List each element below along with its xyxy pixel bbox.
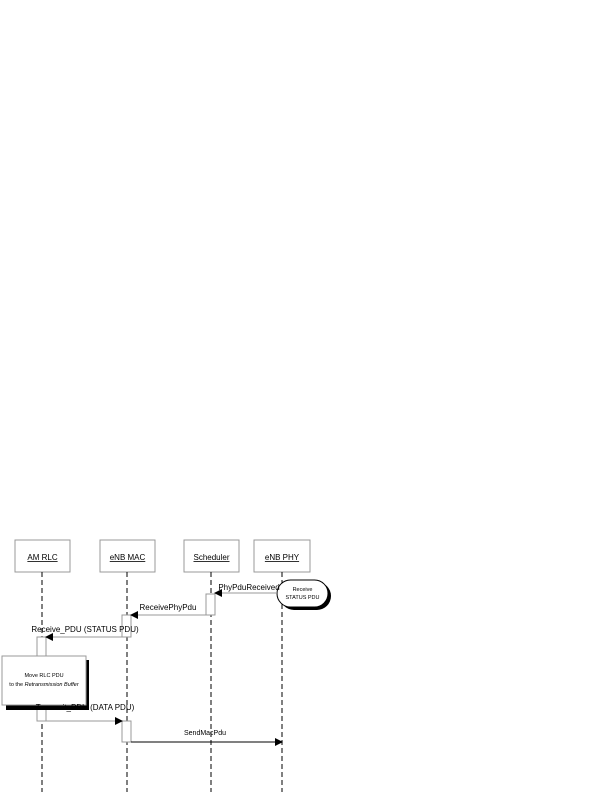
svg-text:ReceivePhyPdu: ReceivePhyPdu — [140, 603, 197, 612]
message-send-mac-pdu: SendMacPdu — [131, 730, 283, 746]
message-receive-pdu: Receive_PDU (STATUS PDU) — [31, 625, 139, 641]
lifeline-scheduler: Scheduler — [183, 539, 240, 792]
svg-text:PhyPduReceived: PhyPduReceived — [218, 583, 279, 592]
svg-text:eNB PHY: eNB PHY — [265, 553, 300, 562]
svg-text:Scheduler: Scheduler — [193, 553, 229, 562]
svg-text:eNB MAC: eNB MAC — [110, 553, 146, 562]
svg-text:Move RLC PDU: Move RLC PDU — [24, 673, 63, 679]
svg-text:Receive: Receive — [293, 587, 313, 593]
note-move-rlc-pdu: Move RLC PDU to the Retransmission Buffe… — [1, 655, 89, 710]
activation-mac-1 — [121, 614, 132, 638]
svg-text:to the Retransmission Buffer: to the Retransmission Buffer — [9, 682, 80, 688]
svg-text:SendMacPdu: SendMacPdu — [184, 730, 226, 737]
activation-scheduler — [205, 593, 216, 616]
lifeline-enb-phy: eNB PHY — [253, 539, 311, 792]
svg-text:STATUS PDU: STATUS PDU — [285, 595, 319, 601]
activation-mac-2 — [121, 720, 132, 743]
svg-text:Receive_PDU (STATUS PDU): Receive_PDU (STATUS PDU) — [31, 625, 139, 634]
message-transmit-pdu: Transmit_PDU (DATA PDU) — [36, 703, 135, 725]
note-receive-status-pdu: Receive STATUS PDU — [276, 579, 331, 610]
lifeline-enb-mac: eNB MAC — [99, 539, 156, 792]
lifeline-am-rlc: AM RLC — [14, 539, 71, 792]
svg-text:Transmit_PDU (DATA PDU): Transmit_PDU (DATA PDU) — [36, 703, 135, 712]
message-phy-pdu-received: PhyPduReceived — [214, 583, 280, 597]
message-receive-phy-pdu: ReceivePhyPdu — [130, 603, 206, 619]
svg-text:AM RLC: AM RLC — [27, 553, 57, 562]
